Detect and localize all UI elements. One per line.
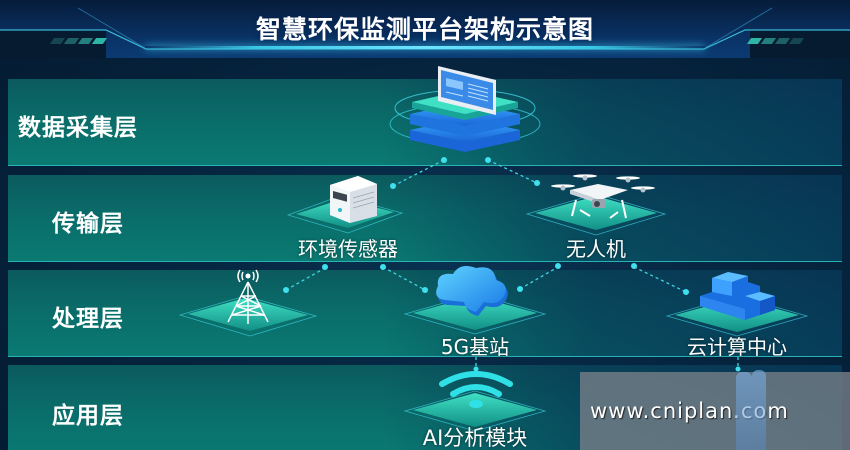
layer-data-collection: 数据采集层 [8,79,842,166]
header-frame-lines [0,7,850,50]
watermark-overlay: www.cniplan.com [580,372,850,450]
pillar-graphic [752,370,766,450]
layer-transmission: 传输层 [8,175,842,262]
header-side-left [0,30,106,58]
node-label-5g-base-station: 5G基站 [440,335,510,359]
node-label-env-sensor: 环境传感器 [298,237,398,261]
node-label-cloud-center: 云计算中心 [687,335,787,359]
layer-label: 处理层 [52,306,124,332]
header: 智慧环保监测平台架构示意图 [0,0,850,58]
page-title: 智慧环保监测平台架构示意图 [255,15,594,44]
pillar-graphic [736,372,752,450]
node-label-ai-module: AI分析模块 [422,426,528,450]
header-side-right [750,30,850,58]
layer-label: 应用层 [52,403,124,429]
node-label-drone: 无人机 [566,237,626,261]
layer-label: 传输层 [52,211,124,237]
header-glow-line [145,46,705,49]
layer-label: 数据采集层 [18,115,138,141]
